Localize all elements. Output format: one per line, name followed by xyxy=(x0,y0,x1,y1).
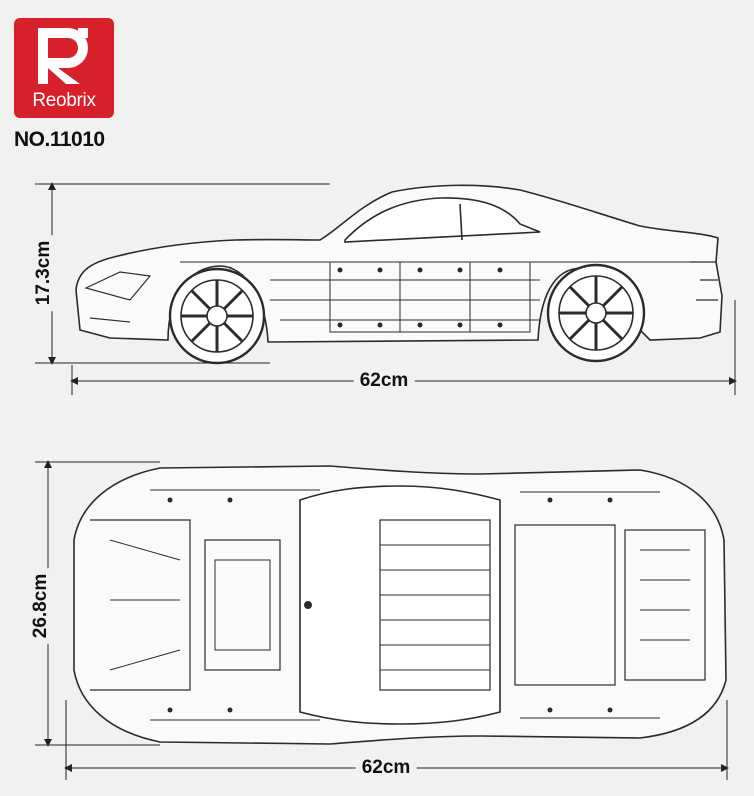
side-rear-wheel xyxy=(546,263,646,363)
model-number: NO.11010 xyxy=(14,128,105,151)
side-length-dimension-label: 62cm xyxy=(353,370,415,392)
brand-logo: Reobrix xyxy=(14,18,114,118)
side-view-car xyxy=(75,184,723,365)
height-dimension-label: 17.3cm xyxy=(33,234,55,312)
side-front-wheel xyxy=(168,267,266,365)
width-dimension-label: 26.8cm xyxy=(30,567,52,645)
brand-name: Reobrix xyxy=(32,90,96,111)
top-view-car xyxy=(73,465,727,745)
logo-r-mark-icon xyxy=(38,28,88,84)
top-length-dimension-label: 62cm xyxy=(355,757,417,779)
